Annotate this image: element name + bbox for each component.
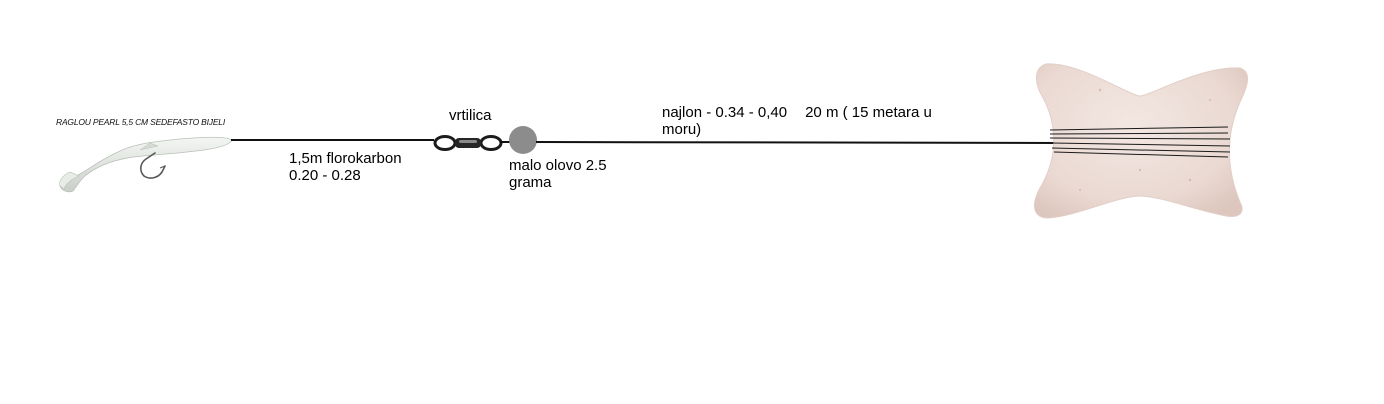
spool-icon xyxy=(1033,63,1248,219)
leader-label-line2: 0.20 - 0.28 xyxy=(289,167,361,184)
mainline-label-line2: moru) xyxy=(662,121,702,138)
mainline-label-part2: 20 m ( 15 metara u xyxy=(805,104,932,121)
main-line xyxy=(535,141,1059,144)
lure-label: RAGLOU PEARL 5,5 CM SEDEFASTO BIJELI xyxy=(56,117,225,127)
lure-image xyxy=(59,136,233,193)
spool-line-windings xyxy=(1049,126,1231,158)
leader-label-line1: 1,5m florokarbon xyxy=(289,150,402,167)
lure-tail xyxy=(59,171,80,190)
swivel-icon xyxy=(433,135,503,151)
hook-barb xyxy=(159,165,166,169)
sinker-label: malo olovo 2.5 grama xyxy=(509,157,607,191)
spool-body xyxy=(1033,63,1248,219)
lure-body xyxy=(59,136,233,193)
spool-speckles xyxy=(1079,88,1211,191)
sinker-icon xyxy=(509,126,537,154)
mainline-label-part1: najlon - 0.34 - 0,40 xyxy=(662,104,788,121)
hook xyxy=(140,152,166,179)
swivel-label: vrtilica xyxy=(449,107,492,124)
leader-label: 1,5m florokarbon 0.20 - 0.28 xyxy=(289,150,402,184)
sinker-label-line2: grama xyxy=(509,174,552,191)
lure-dorsal-fin xyxy=(139,142,159,151)
mainline-label-line1: najlon - 0.34 - 0,40 20 m ( 15 metara u xyxy=(662,104,972,121)
sinker-label-line1: malo olovo 2.5 xyxy=(509,157,607,174)
mainline-label: najlon - 0.34 - 0,40 20 m ( 15 metara u m… xyxy=(662,104,972,138)
